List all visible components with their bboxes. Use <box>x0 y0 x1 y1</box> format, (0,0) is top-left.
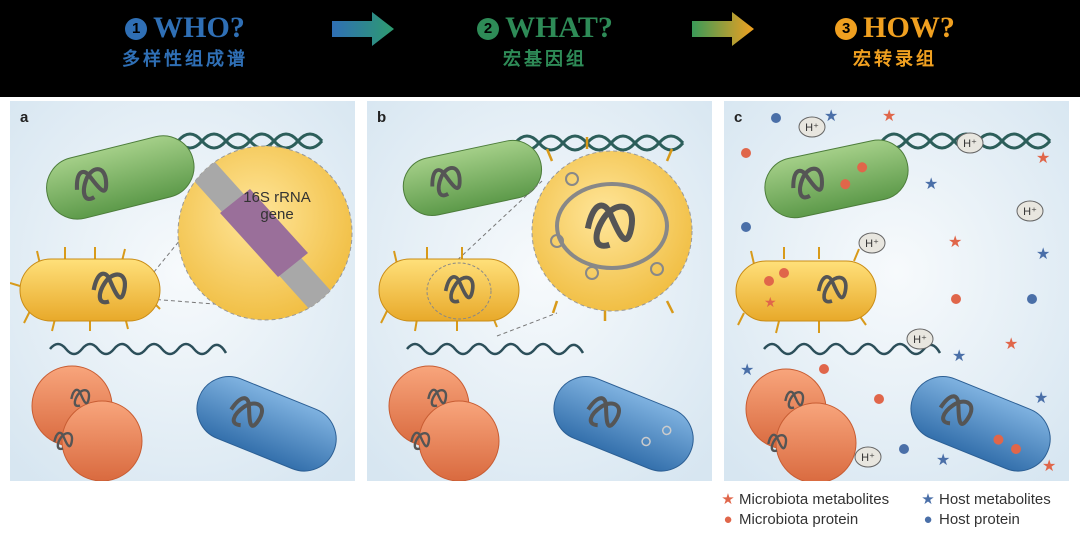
svg-text:★: ★ <box>740 362 754 379</box>
svg-text:★: ★ <box>824 108 838 125</box>
svg-text:★: ★ <box>882 108 896 125</box>
microbiota-protein-dots <box>741 148 1021 454</box>
legend-microbiota-metabolites: ★Microbiota metabolites <box>721 491 890 508</box>
arrow-right-icon <box>332 12 394 46</box>
svg-text:★: ★ <box>1036 246 1050 263</box>
panel-a: a 16S rRNA gene <box>10 101 355 481</box>
legend-host-protein: ●Host protein <box>920 511 1019 528</box>
svg-text:★: ★ <box>1034 390 1048 407</box>
orange-bacterium <box>388 365 500 481</box>
step-number-badge: 2 <box>477 18 500 40</box>
circle-icon: ● <box>923 511 933 528</box>
legend-host-metabolites: ★Host metabolites <box>921 491 1051 508</box>
proton-ions <box>798 116 1044 468</box>
panel-b: b <box>367 101 712 481</box>
ion-label: H⁺ <box>861 452 875 464</box>
ion-label: H⁺ <box>865 238 879 250</box>
yellow-bacterium <box>10 247 161 332</box>
yellow-bacterium <box>378 247 520 332</box>
svg-text:★: ★ <box>1042 458 1056 475</box>
svg-text:★: ★ <box>924 176 938 193</box>
step-number-badge: 1 <box>125 18 148 40</box>
zoom-circle-16s-gene <box>177 145 353 321</box>
step-number-badge: 3 <box>835 18 858 40</box>
panel-label: c <box>734 109 743 126</box>
flagellum <box>513 134 685 152</box>
yellow-bacterium <box>735 247 877 334</box>
ion-label: H⁺ <box>913 334 927 346</box>
step-subtitle: 宏基因组 <box>503 49 587 70</box>
svg-text:★: ★ <box>1004 336 1018 353</box>
green-bacterium <box>764 139 909 219</box>
step-title: WHO? <box>153 11 245 44</box>
arrow-right-icon <box>692 12 754 46</box>
green-bacterium <box>46 135 195 220</box>
svg-text:★: ★ <box>952 348 966 365</box>
step-title: WHAT? <box>505 11 613 44</box>
host-protein-dots <box>741 113 1037 454</box>
orange-bacterium <box>31 365 143 481</box>
step-subtitle: 宏转录组 <box>853 49 937 70</box>
star-icon: ★ <box>721 491 735 508</box>
legend-microbiota-protein: ●Microbiota protein <box>720 511 858 528</box>
green-bacterium <box>402 139 543 216</box>
svg-text:★: ★ <box>936 452 950 469</box>
svg-text:★: ★ <box>764 294 777 310</box>
panel-label: b <box>377 109 387 126</box>
ion-label: H⁺ <box>1023 206 1037 218</box>
step-subtitle: 多样性组成谱 <box>122 49 248 70</box>
ion-label: H⁺ <box>963 138 977 150</box>
proton-ion-labels: H⁺ H⁺ H⁺ H⁺ H⁺ H⁺ <box>805 122 1037 464</box>
zoom-circle-genome <box>531 137 693 321</box>
panel-label: a <box>20 109 29 126</box>
star-icon: ★ <box>921 491 935 508</box>
svg-text:★: ★ <box>1036 150 1050 167</box>
step-title: HOW? <box>863 11 955 44</box>
panel-c: ★ ★ ★ ★ ★ ★ ★ ★ ★ ★ ★ ★ ★ H⁺ H⁺ H⁺ H⁺ H⁺ H⁺ <box>724 101 1069 481</box>
ion-label: H⁺ <box>805 122 819 134</box>
blue-bacterium <box>553 376 694 472</box>
blue-bacterium <box>196 376 337 472</box>
circle-icon: ● <box>723 511 733 528</box>
microbiota-metabolite-stars: ★ ★ ★ ★ ★ ★ <box>764 108 1056 475</box>
zoom-label: 16S rRNA gene <box>243 189 311 223</box>
host-metabolite-stars: ★ ★ ★ ★ ★ ★ ★ <box>740 108 1050 469</box>
orange-bacterium <box>745 368 857 481</box>
svg-text:★: ★ <box>948 234 962 251</box>
